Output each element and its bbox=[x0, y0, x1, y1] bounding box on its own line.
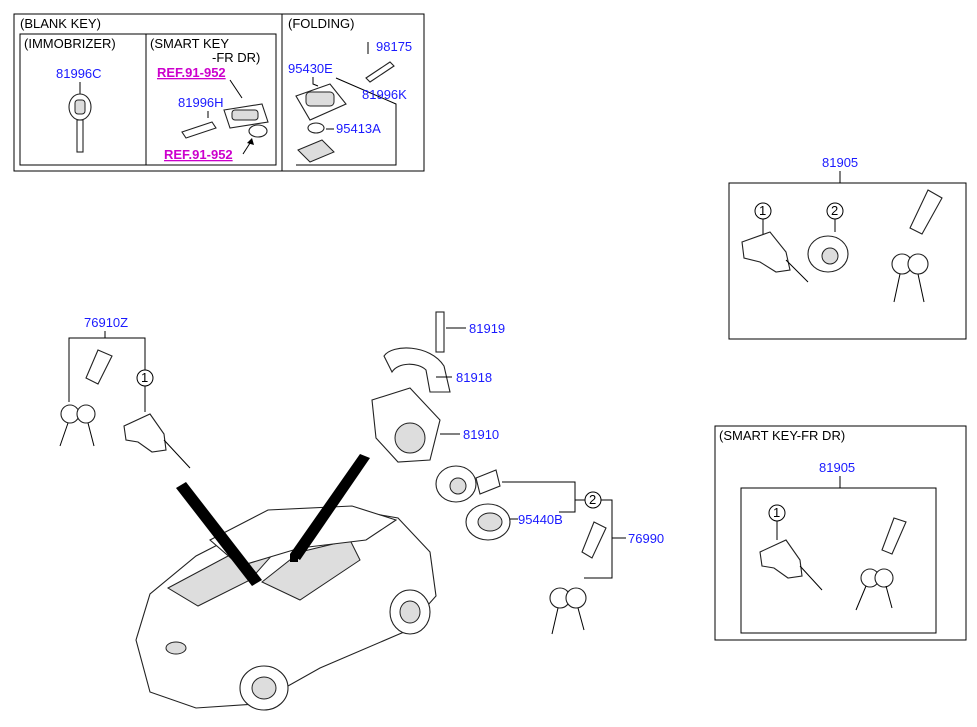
part-95430E[interactable]: 95430E bbox=[288, 61, 333, 76]
bracket-76990 bbox=[584, 499, 613, 579]
part-95413A[interactable]: 95413A bbox=[336, 121, 381, 136]
folding-title: (FOLDING) bbox=[288, 16, 354, 31]
smart-key-fob-icon bbox=[223, 103, 269, 129]
battery-icon bbox=[248, 124, 268, 138]
folding-bracket bbox=[296, 77, 397, 166]
part-76990[interactable]: 76990 bbox=[628, 531, 664, 546]
part-95440B[interactable]: 95440B bbox=[518, 512, 563, 527]
ignition-key-set-icon bbox=[549, 521, 607, 635]
ignition-switch-icon bbox=[435, 465, 501, 503]
part-76910Z[interactable]: 76910Z bbox=[84, 315, 128, 330]
pointer-arrow-left bbox=[176, 482, 262, 586]
smart-key-title-2: -FR DR) bbox=[212, 50, 260, 65]
part-81996C[interactable]: 81996C bbox=[56, 66, 102, 81]
smart-key-box bbox=[145, 33, 277, 166]
main-door-cylinder-icon bbox=[123, 413, 191, 469]
battery-cell-icon bbox=[307, 122, 325, 134]
right-box-1-frame bbox=[728, 182, 967, 340]
smart-door-cylinder-icon bbox=[759, 539, 823, 591]
main-key-set-icon bbox=[59, 349, 113, 447]
smart-key-set-icon bbox=[855, 517, 907, 611]
part-81996K[interactable]: 81996K bbox=[362, 87, 407, 102]
ref-91-952-top[interactable]: REF.91-952 bbox=[157, 65, 226, 80]
right-box-2-frame bbox=[714, 425, 967, 641]
part-98175[interactable]: 98175 bbox=[376, 39, 412, 54]
folding-blade-icon bbox=[365, 61, 395, 83]
callout-2-right-text: 2 bbox=[831, 203, 838, 218]
door-lock-cylinder-icon bbox=[741, 231, 809, 283]
leader-95430E bbox=[312, 77, 319, 87]
part-81919[interactable]: 81919 bbox=[469, 321, 505, 336]
smart-key-title-1: (SMART KEY bbox=[150, 36, 229, 51]
callout-2-main-text: 2 bbox=[589, 492, 596, 507]
bolt-icon bbox=[435, 311, 445, 353]
callout-1-main-text: 1 bbox=[141, 370, 148, 385]
blank-key-title: (BLANK KEY) bbox=[20, 16, 101, 31]
blank-key-icon bbox=[68, 93, 92, 153]
ref-91-952-bottom[interactable]: REF.91-952 bbox=[164, 147, 233, 162]
vehicle-illustration bbox=[135, 505, 437, 711]
callout-1-bottom-text: 1 bbox=[773, 505, 780, 520]
key-case-bottom-icon bbox=[297, 139, 335, 163]
part-81996H[interactable]: 81996H bbox=[178, 95, 224, 110]
part-81905-bottom[interactable]: 81905 bbox=[819, 460, 855, 475]
clamp-bracket-icon bbox=[383, 347, 451, 393]
inset-frame bbox=[13, 13, 425, 172]
folding-key-fob-icon bbox=[295, 83, 347, 121]
arrowhead-ref-bottom bbox=[247, 138, 254, 145]
part-81905-top[interactable]: 81905 bbox=[822, 155, 858, 170]
key-set-icon-right bbox=[891, 189, 943, 303]
pointer-arrow-right bbox=[290, 454, 370, 560]
right-box-2-inner bbox=[740, 487, 937, 634]
immobilizer-coil-icon bbox=[465, 503, 511, 541]
emergency-key-icon bbox=[181, 121, 217, 139]
bracket-callout-2 bbox=[502, 481, 576, 513]
immobilizer-title: (IMMOBRIZER) bbox=[24, 36, 116, 51]
right-box-2-title: (SMART KEY-FR DR) bbox=[719, 428, 845, 443]
part-81918[interactable]: 81918 bbox=[456, 370, 492, 385]
lock-housing-icon bbox=[371, 387, 441, 463]
leader-ref-top bbox=[229, 79, 243, 99]
callout-1-right-text: 1 bbox=[759, 203, 766, 218]
part-81910[interactable]: 81910 bbox=[463, 427, 499, 442]
ignition-cylinder-icon bbox=[807, 235, 849, 273]
